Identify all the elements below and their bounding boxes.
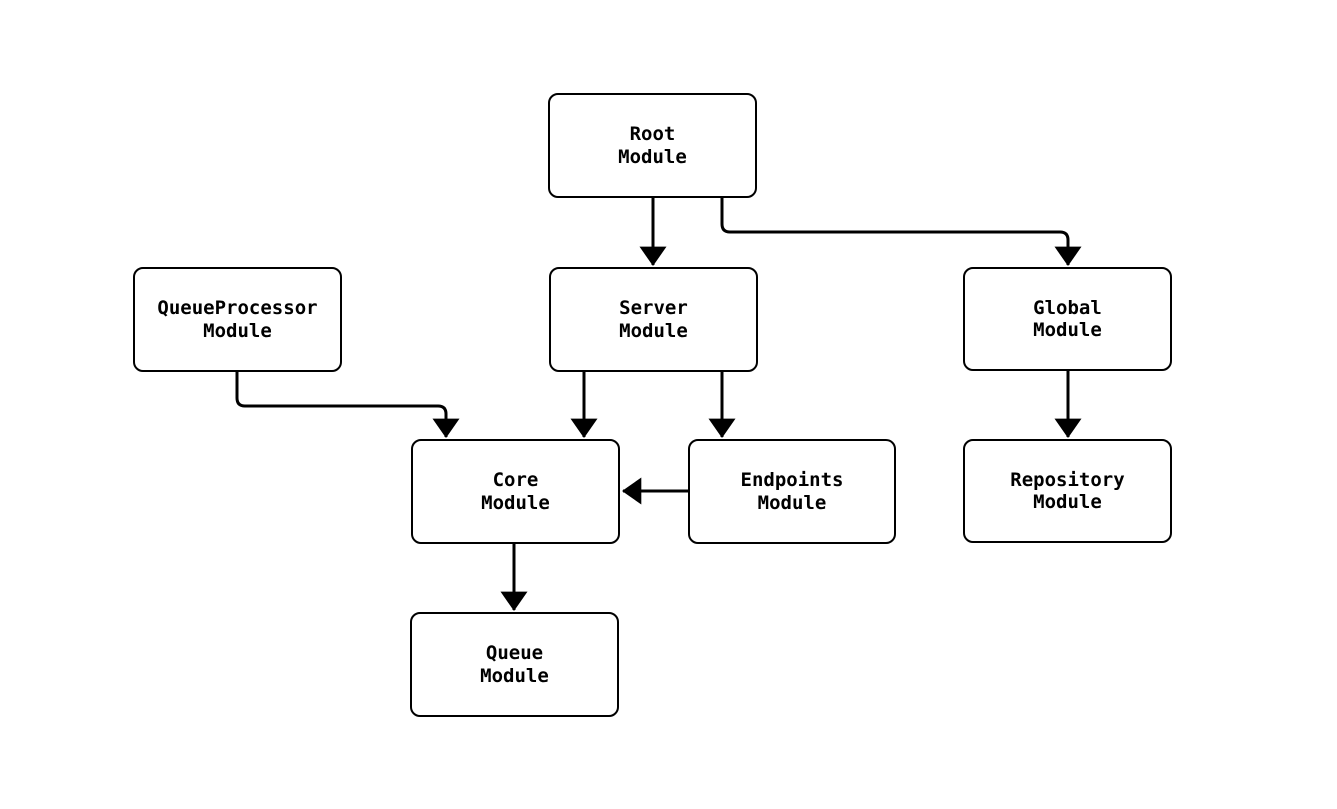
node-queueprocessor-module: QueueProcessor Module	[133, 267, 342, 372]
node-server-module: Server Module	[549, 267, 758, 372]
node-global-module: Global Module	[963, 267, 1172, 371]
edge-queueprocessor-module-to-core-module	[235, 372, 460, 438]
node-root-module: Root Module	[548, 93, 757, 198]
node-repository-module: Repository Module	[963, 439, 1172, 543]
node-queue-module: Queue Module	[410, 612, 619, 717]
node-core-module: Core Module	[411, 439, 620, 544]
edge-root-module-to-global-module	[720, 198, 1082, 266]
node-endpoints-module: Endpoints Module	[688, 439, 896, 544]
